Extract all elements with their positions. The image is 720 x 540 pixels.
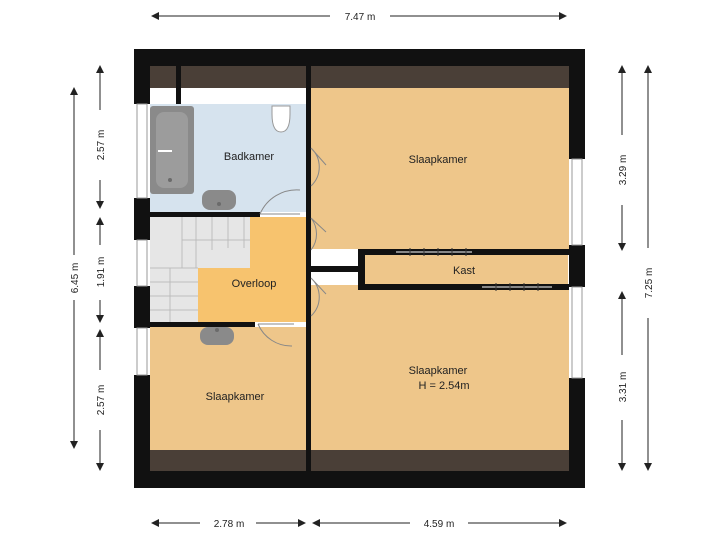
room-label-slaapkamer-top: Slaapkamer	[409, 154, 468, 166]
doors	[257, 147, 327, 347]
window-left-bot	[136, 327, 148, 376]
wall-left-c	[134, 286, 150, 328]
window-right-bot	[571, 286, 583, 379]
dimension-lines	[70, 12, 652, 527]
wall-top	[134, 49, 585, 66]
dim-bottom-left-label: 2.78 m	[214, 519, 245, 530]
toilet-icon	[271, 105, 291, 133]
window-right-top	[571, 158, 583, 246]
door-slaapkamer-left	[257, 323, 294, 347]
wall-kast-left	[358, 249, 365, 290]
walls	[134, 49, 585, 488]
dim-left-middle-label: 1.91 m	[96, 257, 107, 288]
dim-bottom-right-label: 4.59 m	[424, 519, 455, 530]
sink-icon	[202, 190, 236, 210]
dim-top-total-label: 7.47 m	[345, 12, 376, 23]
floor-slaapkamer-right	[311, 285, 569, 471]
window-left-top	[136, 103, 148, 199]
window-left-mid	[136, 239, 148, 287]
room-height-label: H = 2.54m	[418, 380, 469, 392]
floors	[150, 66, 569, 471]
windows	[136, 103, 583, 379]
wall-right-a	[569, 49, 585, 159]
door-slaapkamer-right	[310, 277, 327, 317]
room-label-slaapkamer-right: Slaapkamer	[409, 365, 468, 377]
room-label-badkamer: Badkamer	[224, 151, 274, 163]
sink-bottom-icon	[200, 327, 234, 345]
wall-kast-bottom	[358, 284, 569, 290]
bathroom-fixtures	[150, 105, 291, 345]
sloped-ceiling-bands	[150, 66, 569, 471]
slope-top-left	[150, 66, 306, 88]
dim-left-bottom-label: 2.57 m	[96, 385, 107, 416]
floor-slaapkamer-top	[311, 66, 569, 249]
floor-overloop-lower	[198, 268, 306, 322]
dim-right-bottom-label: 3.31 m	[618, 372, 629, 403]
kast-doors	[396, 248, 552, 291]
room-label-kast: Kast	[453, 265, 475, 277]
wall-right-c	[569, 378, 585, 488]
wall-left-d	[134, 375, 150, 488]
slope-bath-top	[150, 88, 306, 104]
wall-bottom	[134, 471, 585, 488]
dim-right-total-label: 7.25 m	[644, 268, 655, 299]
slope-top-right	[311, 66, 569, 88]
floor-kast	[365, 255, 568, 284]
door-bath-top-right	[310, 147, 327, 187]
dim-right-top-label: 3.29 m	[618, 155, 629, 186]
wall-top-divider	[176, 66, 181, 104]
dim-left-total-label: 6.45 m	[70, 263, 81, 294]
wall-landing-bottom	[150, 322, 255, 327]
slope-bottom-left	[150, 450, 306, 471]
wall-left-b	[134, 198, 150, 240]
floor-slaapkamer-left	[150, 327, 306, 471]
door-slaapkamer-top	[310, 217, 327, 251]
wall-left-a	[134, 49, 150, 104]
door-bath-bottom	[259, 189, 301, 215]
slope-bottom-right	[311, 450, 569, 471]
stairs	[150, 217, 250, 322]
wall-right-b	[569, 245, 585, 287]
wall-kast-spur	[311, 266, 358, 272]
dim-left-top-label: 2.57 m	[96, 130, 107, 161]
room-label-overloop: Overloop	[232, 278, 277, 290]
wall-bath-bottom	[150, 212, 260, 217]
room-label-slaapkamer-left: Slaapkamer	[206, 391, 265, 403]
wall-center	[306, 66, 311, 471]
